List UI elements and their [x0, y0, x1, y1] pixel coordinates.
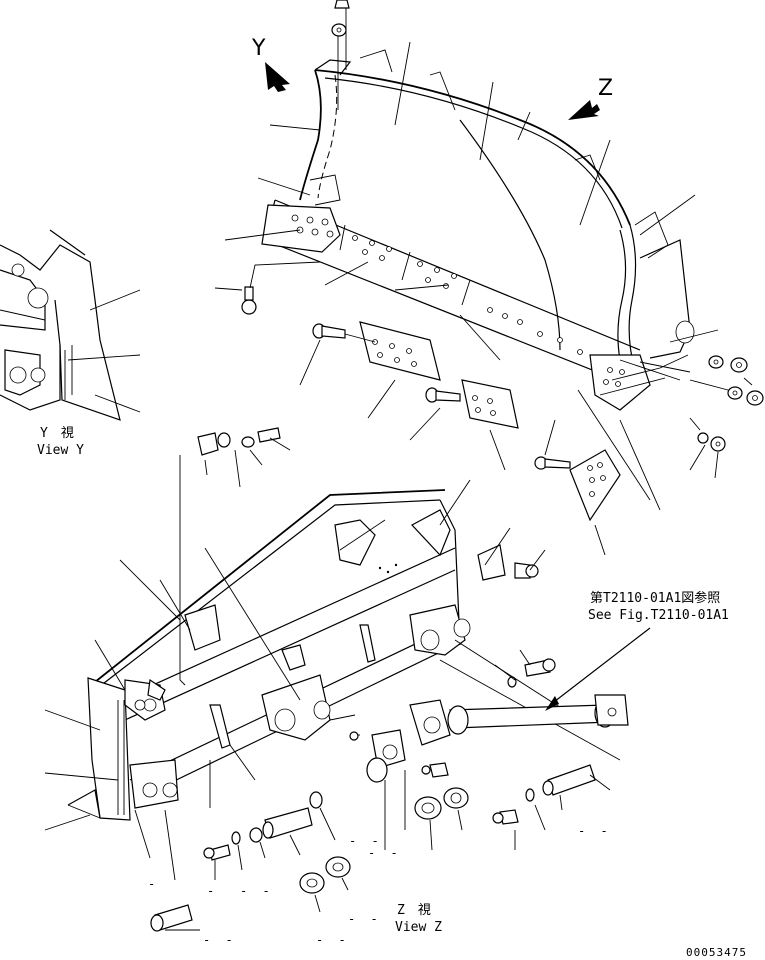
leader-line: [237, 844, 243, 871]
cutting-edge-segment-1: [299, 284, 449, 419]
leader-line: [594, 524, 606, 556]
end-bit-exploded: [534, 389, 661, 556]
view-y-arrow: [265, 62, 290, 92]
placeholder-label: - -: [578, 824, 612, 838]
leader-line: [479, 81, 494, 161]
view-z-caption-jp: Z 視: [397, 903, 431, 918]
leader-line: [639, 194, 696, 236]
leader-line: [204, 547, 301, 701]
placeholder-label: - -: [316, 933, 350, 947]
view-y-marker: Y: [252, 36, 266, 61]
view-z-caption-en: View Z: [395, 920, 442, 935]
leader-line: [589, 774, 611, 791]
long-pin: [449, 704, 611, 729]
view-z-marker: Z: [598, 76, 614, 101]
leader-line: [394, 284, 449, 291]
placeholder-label: -: [207, 884, 219, 898]
leader-line: [314, 894, 321, 913]
leader-line: [743, 377, 753, 386]
leader-line: [329, 714, 356, 721]
leader-line: [394, 41, 411, 126]
leader-line: [269, 124, 321, 131]
leader-line: [324, 261, 369, 286]
leader-line: [339, 519, 386, 551]
leader-line: [249, 449, 263, 466]
view-y-caption-en: View Y: [37, 443, 84, 458]
leader-line: [577, 389, 651, 501]
leader-line: [341, 877, 349, 891]
leader-line: [714, 451, 719, 479]
leader-line: [269, 437, 291, 451]
placeholder-label: - -: [240, 884, 274, 898]
blade-assembly: [224, 8, 719, 411]
cutting-edge-segment-2: [409, 314, 519, 471]
leader-line: [119, 559, 181, 621]
leader-line: [689, 379, 729, 391]
reference-jp: 第T2110-01A1図参照: [590, 591, 721, 606]
leader-line: [204, 459, 208, 476]
placeholder-label: - -: [348, 912, 382, 926]
leader-line: [234, 449, 241, 488]
leader-line: [94, 639, 126, 691]
leader-line: [159, 579, 191, 631]
leader-line: [544, 419, 556, 456]
reference-en: See Fig.T2110-01A1: [588, 608, 729, 623]
leader-line: [429, 819, 433, 851]
leader-line: [134, 809, 151, 859]
placeholder-label: - -: [203, 933, 237, 947]
leader-line: [289, 834, 301, 856]
leader-line: [529, 549, 546, 571]
leader-line: [94, 394, 141, 413]
leader-line: [669, 329, 719, 343]
document-number: 00053475: [686, 946, 747, 959]
leader-line: [44, 709, 101, 731]
view-y-caption-jp: Y 視: [40, 426, 74, 441]
leader-line: [534, 804, 546, 831]
leader-line: [299, 339, 321, 386]
leader-line: [319, 807, 336, 841]
leader-line: [619, 419, 661, 511]
cutting-edge-holes: [352, 235, 583, 355]
leader-line: [259, 841, 266, 859]
leader-line: [579, 139, 611, 226]
leader-line: [224, 229, 301, 241]
top-fasteners: [214, 0, 350, 315]
leader-line: [559, 794, 563, 811]
view-y-inset: [0, 229, 141, 421]
view-z-arrow: [568, 100, 600, 120]
leader-line: [44, 814, 91, 831]
leader-line: [517, 111, 531, 141]
leader-line: [689, 444, 706, 471]
frame-assembly: [44, 427, 621, 881]
leader-line: [439, 479, 471, 526]
leader-line: [639, 361, 691, 373]
leader-line: [164, 809, 176, 881]
placeholder-label: -: [148, 877, 160, 891]
leader-line: [89, 289, 141, 311]
pin-parts: [150, 627, 651, 932]
leader-line: [257, 177, 311, 196]
leader-line: [519, 649, 531, 666]
placeholder-label: - -: [349, 834, 383, 848]
right-nuts-washers: [689, 355, 764, 479]
leader-line: [459, 314, 501, 361]
leader-line: [689, 417, 701, 431]
leader-line: [44, 772, 119, 781]
leader-line: [484, 527, 511, 566]
placeholder-label: - -: [368, 846, 402, 860]
leader-line: [67, 354, 141, 361]
leader-line: [457, 809, 463, 831]
leader-line: [409, 407, 441, 441]
leader-line: [229, 744, 256, 781]
leader-line: [367, 379, 396, 419]
leader-line: [494, 664, 516, 681]
leader-line: [619, 359, 681, 381]
leader-line: [489, 429, 506, 471]
